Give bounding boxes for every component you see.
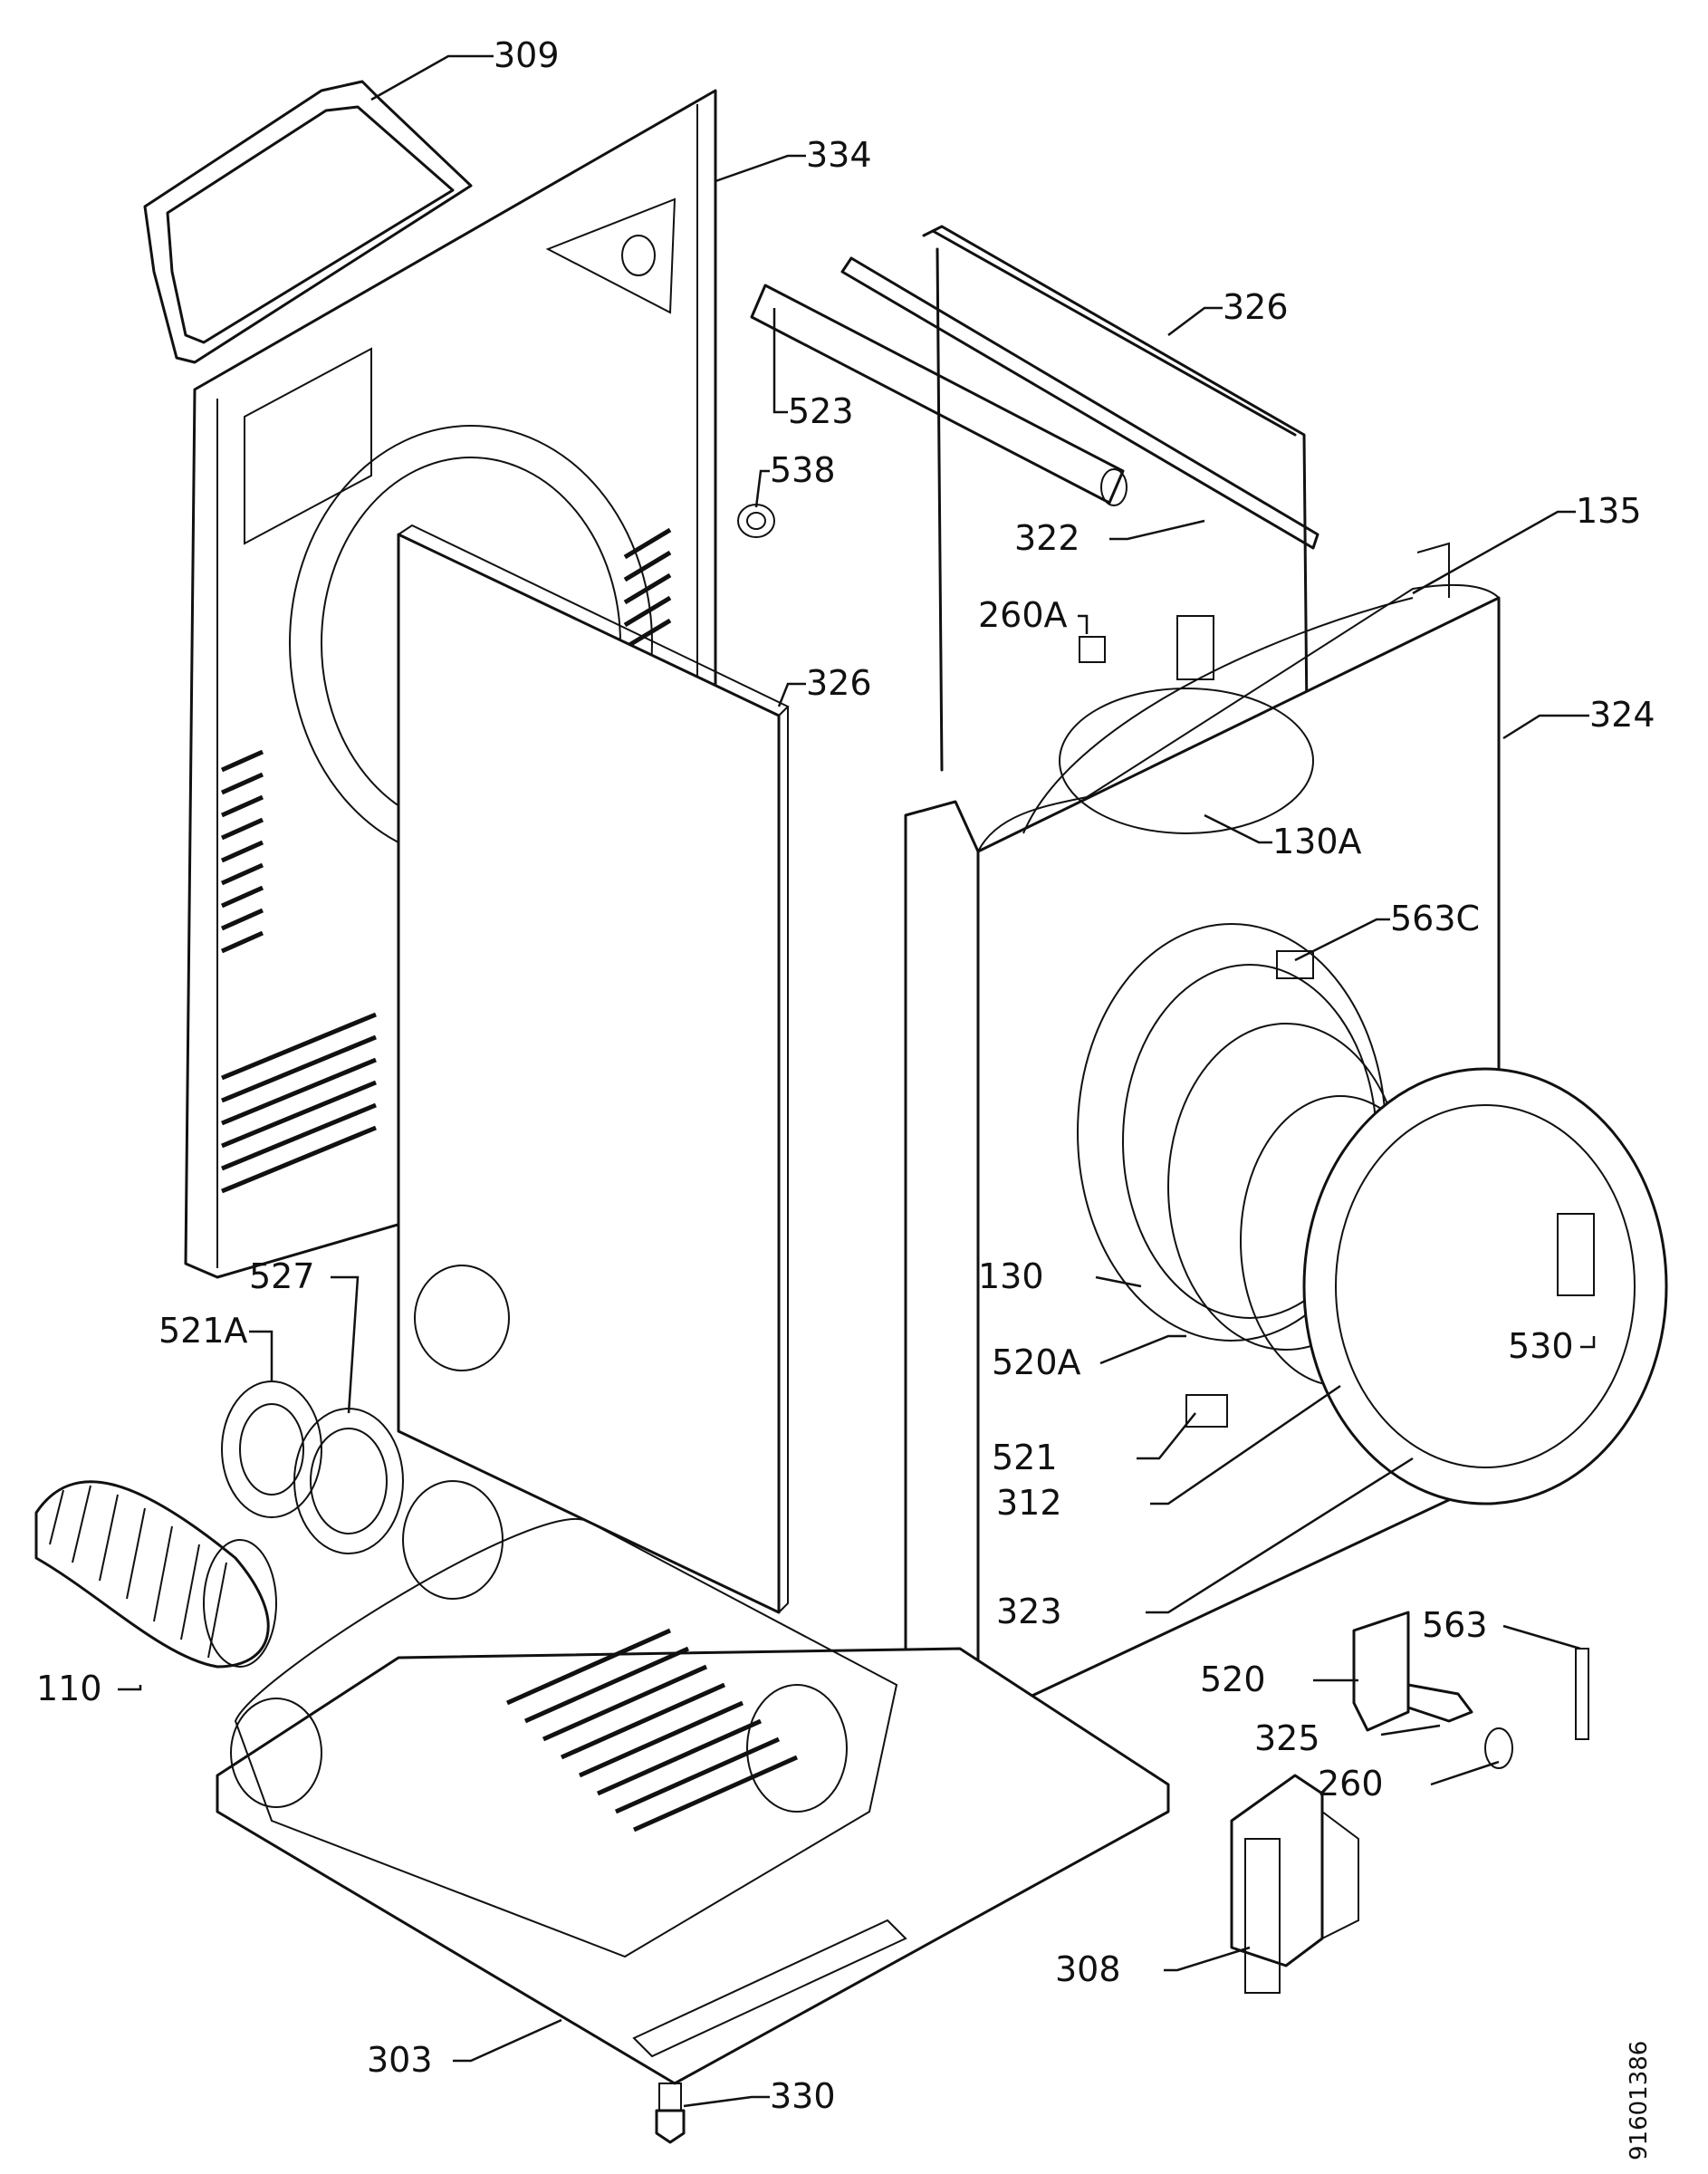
callout-520: 520: [1200, 1659, 1266, 1699]
callout-260: 260: [1318, 1764, 1384, 1804]
callout-521: 521: [992, 1438, 1058, 1477]
part-303-base: [216, 1480, 1170, 2085]
callout-326-top: 326: [1223, 287, 1289, 327]
part-538-bush: [737, 504, 775, 538]
callout-527: 527: [249, 1256, 315, 1296]
callout-312: 312: [996, 1483, 1062, 1523]
leader-lines: [118, 54, 1596, 2108]
callout-260a: 260A: [978, 595, 1068, 635]
part-523-rod: [750, 284, 1127, 506]
part-330-foot: [655, 2083, 686, 2144]
callout-135: 135: [1576, 491, 1642, 531]
part-520-hinge-plate: [1352, 1611, 1410, 1732]
callout-330: 330: [770, 2076, 836, 2116]
part-308-hinge: [1230, 1774, 1359, 1994]
part-322-seal-strip: [840, 256, 1319, 550]
document-number: 91601386: [1626, 2040, 1653, 2160]
part-563-pin: [1575, 1648, 1589, 1740]
callout-563: 563: [1422, 1605, 1488, 1645]
callout-308: 308: [1055, 1949, 1121, 1989]
part-326-top-frame: [922, 225, 1310, 908]
callout-326-mid: 326: [806, 663, 872, 703]
part-260a-clip: [1079, 636, 1106, 663]
callout-323: 323: [996, 1592, 1062, 1631]
callout-563c: 563C: [1390, 899, 1481, 938]
callout-324: 324: [1589, 695, 1655, 735]
part-260-spring: [1484, 1727, 1513, 1769]
callout-530: 530: [1508, 1326, 1574, 1366]
callout-130a: 130A: [1272, 822, 1362, 861]
callout-130: 130: [978, 1256, 1044, 1296]
callout-334: 334: [806, 135, 872, 175]
callout-521a: 521A: [158, 1311, 248, 1351]
callout-523: 523: [788, 391, 854, 431]
part-110-hose: [34, 1480, 277, 1669]
part-326-side-panel-left: [397, 524, 790, 1614]
callout-325: 325: [1254, 1718, 1320, 1758]
base-vents: [505, 1628, 799, 1833]
callout-322: 322: [1014, 518, 1080, 558]
part-527-ring: [293, 1408, 404, 1554]
part-309-top-frame: [143, 80, 473, 364]
callout-538: 538: [770, 450, 836, 490]
callout-110: 110: [36, 1669, 102, 1708]
callout-520a: 520A: [992, 1342, 1081, 1382]
part-521-catch: [1185, 1394, 1228, 1428]
back-panel-vents: [220, 527, 672, 1194]
part-325-lever: [1406, 1683, 1473, 1723]
callout-303: 303: [367, 2040, 433, 2080]
part-521a-ring: [221, 1380, 322, 1518]
callout-309: 309: [494, 35, 560, 75]
part-563c-catch: [1276, 950, 1314, 979]
part-530-door: [1302, 1067, 1668, 1505]
